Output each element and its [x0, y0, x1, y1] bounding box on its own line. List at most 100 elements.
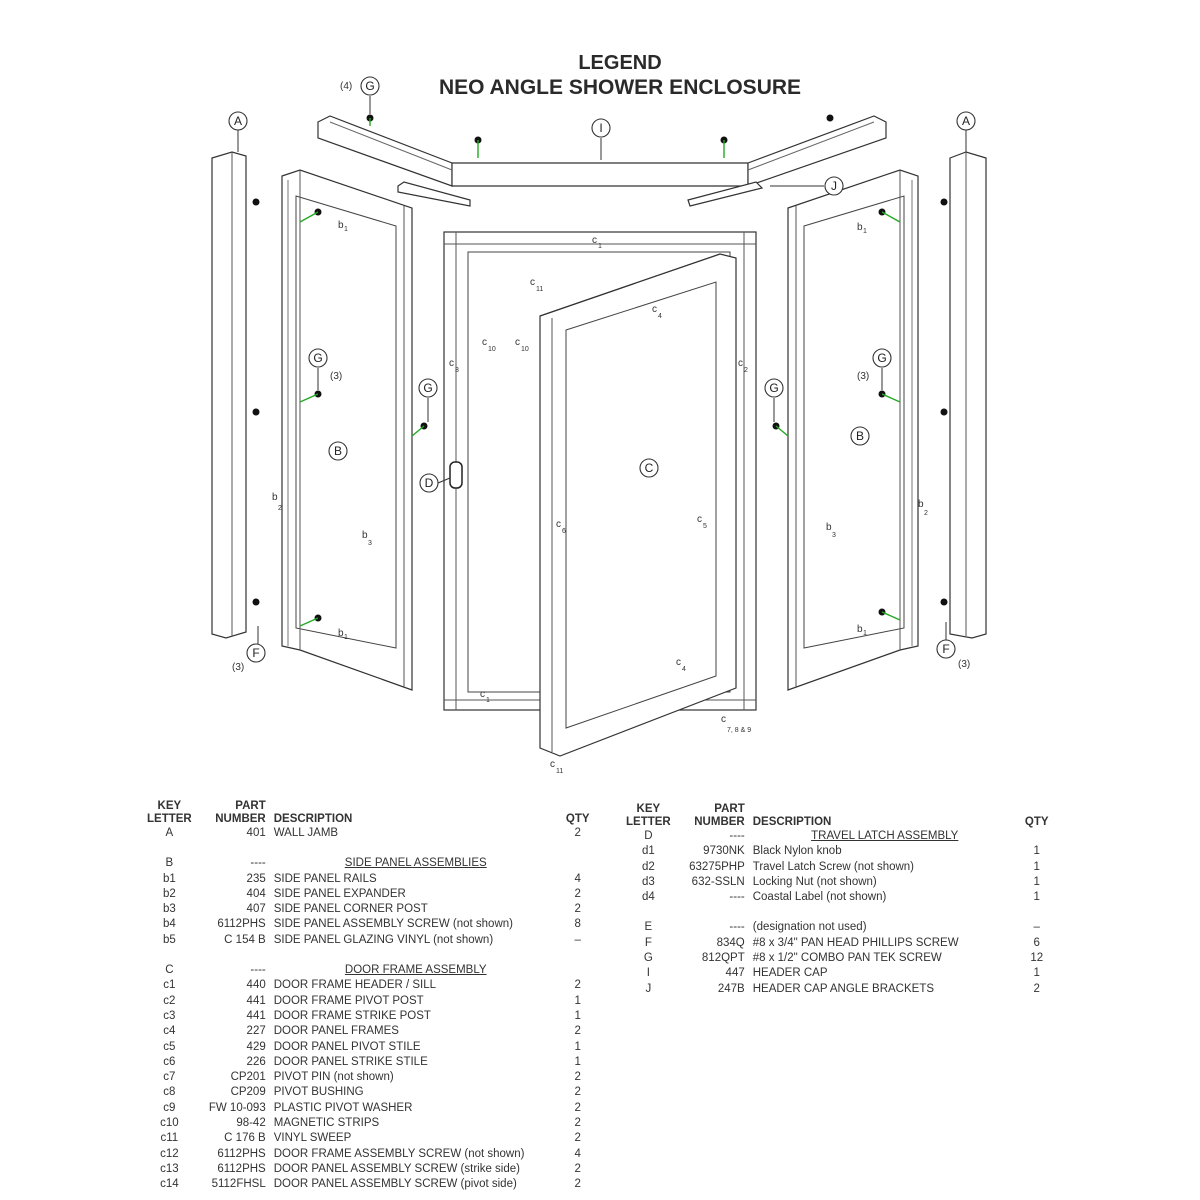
svg-text:c: c	[515, 337, 520, 348]
label-j: J	[824, 176, 844, 196]
qty-cell: 2	[574, 1101, 581, 1114]
enclosure-title: NEO ANGLE SHOWER ENCLOSURE	[438, 76, 802, 99]
label-g-right-frame: G	[764, 378, 784, 398]
svg-text:J: J	[831, 179, 837, 193]
qty-cell	[1021, 905, 1053, 920]
sub-label-c5: c5	[697, 514, 707, 530]
label-f-left: F (3)	[232, 643, 266, 673]
svg-text:c: c	[652, 304, 657, 315]
table-row: B----SIDE PANEL ASSEMBLIES	[143, 856, 594, 871]
part-number-cell: ----	[250, 857, 266, 870]
part-number-cell: ----	[729, 921, 745, 934]
sub-label-c3: c3	[449, 358, 459, 374]
qty-cell: 1	[1033, 967, 1040, 980]
description-cell: DOOR FRAME STRIKE POST	[273, 1009, 431, 1022]
part-number-cell: 404	[246, 887, 266, 900]
part-number-cell: 6112PHS	[217, 1162, 266, 1175]
qty-cell	[1021, 829, 1053, 844]
key-cell: b3	[162, 903, 176, 916]
key-cell: d4	[641, 891, 655, 904]
svg-text:c: c	[721, 714, 726, 725]
svg-text:2: 2	[744, 367, 748, 374]
part-number-cell	[675, 905, 749, 920]
part-number-cell: CP209	[230, 1086, 266, 1099]
svg-text:1: 1	[344, 226, 348, 233]
part-number-cell: 834Q	[716, 936, 745, 949]
key-cell	[143, 841, 196, 856]
svg-text:b: b	[338, 628, 344, 639]
key-cell: c7	[163, 1071, 176, 1084]
part-number-cell: 227	[246, 1025, 266, 1038]
part-number-cell: 235	[246, 872, 266, 885]
qty-cell: 2	[574, 827, 581, 839]
screw-dot	[826, 114, 834, 122]
description-cell: SIDE PANEL EXPANDER	[273, 887, 406, 900]
table-row	[143, 948, 594, 963]
header-qty: QTY	[1024, 816, 1049, 828]
svg-text:(3): (3)	[958, 659, 970, 670]
part-number-cell: 441	[246, 994, 266, 1007]
description-cell: WALL JAMB	[273, 827, 339, 839]
label-f-right: F (3)	[936, 639, 970, 670]
svg-text:b: b	[857, 624, 863, 635]
door-panel	[539, 253, 737, 757]
qty-cell: –	[574, 933, 581, 946]
part-number-cell: 226	[246, 1055, 266, 1068]
svg-text:1: 1	[598, 243, 602, 250]
key-cell: d3	[641, 875, 655, 888]
svg-text:1: 1	[863, 630, 867, 637]
svg-text:b: b	[918, 499, 924, 510]
qty-cell: 2	[574, 979, 581, 992]
qty-cell: 2	[574, 1132, 581, 1145]
description-cell: #8 x 3/4" PAN HEAD PHILLIPS SCREW	[752, 936, 959, 949]
qty-cell: 1	[574, 994, 581, 1007]
description-cell: SIDE PANEL ASSEMBLIES	[344, 857, 487, 870]
description-cell: VINYL SWEEP	[273, 1132, 352, 1145]
part-number-cell: 63275PHP	[689, 860, 745, 873]
part-number-cell	[196, 948, 270, 963]
sub-label-c4: c4	[652, 304, 662, 320]
key-cell: c12	[160, 1147, 179, 1160]
header-cap	[317, 115, 887, 187]
svg-text:1: 1	[863, 228, 867, 235]
key-cell: c2	[163, 994, 176, 1007]
label-a-right: A	[956, 111, 976, 131]
part-number-cell: FW 10-093	[208, 1101, 266, 1114]
description-cell: PLASTIC PIVOT WASHER	[273, 1101, 413, 1114]
qty-cell: 2	[1033, 982, 1040, 995]
svg-text:F: F	[252, 646, 259, 660]
key-cell: c3	[163, 1009, 176, 1022]
svg-text:10: 10	[521, 346, 529, 353]
description-cell: PIVOT BUSHING	[273, 1086, 364, 1099]
svg-text:c: c	[676, 657, 681, 668]
description-cell: Travel Latch Screw (not shown)	[752, 860, 915, 873]
key-cell: d1	[641, 845, 655, 858]
svg-text:C: C	[645, 461, 654, 475]
qty-cell: 2	[574, 887, 581, 900]
qty-cell	[562, 856, 594, 871]
svg-text:G: G	[769, 381, 778, 395]
qty-cell: 1	[1033, 891, 1040, 904]
key-cell: c1	[163, 979, 176, 992]
svg-text:(4): (4)	[340, 81, 352, 92]
part-number-cell: C 176 B	[224, 1132, 266, 1145]
key-cell: D	[644, 830, 653, 842]
svg-text:c: c	[482, 337, 487, 348]
qty-cell: 2	[574, 1178, 581, 1191]
part-number-cell: 812QPT	[701, 952, 745, 965]
qty-cell: 1	[1033, 845, 1040, 858]
